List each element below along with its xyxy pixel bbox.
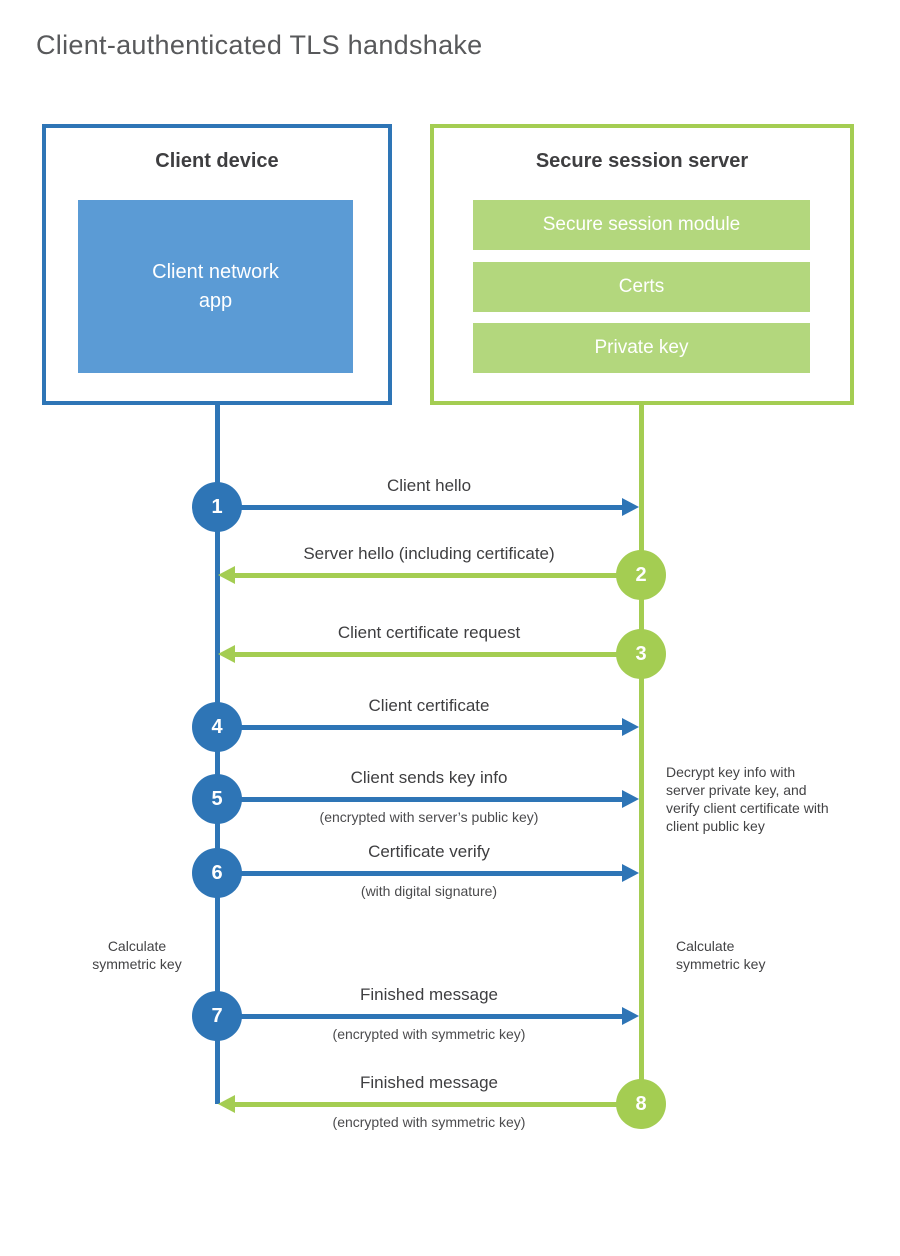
step-6-arrowhead-icon [622, 864, 639, 882]
step-8-badge: 8 [616, 1079, 666, 1129]
step-1-arrow [241, 505, 622, 510]
step-8-arrowhead-icon [218, 1095, 235, 1113]
step-1-arrowhead-icon [622, 498, 639, 516]
client-device-title: Client device [155, 150, 279, 172]
step-5-arrow [241, 797, 622, 802]
step-5-badge: 5 [192, 774, 242, 824]
step-8-sublabel: (encrypted with symmetric key) [332, 1114, 526, 1130]
server-module-secure-session: Secure session module [473, 200, 810, 250]
client-lifeline [215, 403, 220, 1104]
step-1-label: Client hello [386, 476, 472, 495]
step-3-arrowhead-icon [218, 645, 235, 663]
step-2-badge: 2 [616, 550, 666, 600]
step-5-label: Client sends key info [350, 768, 508, 787]
step-5-arrowhead-icon [622, 790, 639, 808]
step-7-arrowhead-icon [622, 1007, 639, 1025]
note-decrypt-key-info: Decrypt key info with server private key… [666, 764, 829, 834]
server-lifeline [639, 403, 644, 1104]
server-title: Secure session server [535, 150, 749, 172]
step-4-label: Client certificate [368, 696, 490, 715]
step-8-arrow [235, 1102, 618, 1107]
server-module-private-key: Private key [473, 323, 810, 373]
note-calculate-symmetric-key-server: Calculate symmetric key [676, 938, 766, 972]
step-7-sublabel: (encrypted with symmetric key) [332, 1026, 526, 1042]
step-2-arrowhead-icon [218, 566, 235, 584]
page-title: Client-authenticated TLS handshake [36, 30, 483, 60]
server-module-certs: Certs [473, 262, 810, 312]
step-3-badge: 3 [616, 629, 666, 679]
step-7-label: Finished message [360, 985, 498, 1004]
step-7-badge: 7 [192, 991, 242, 1041]
step-4-badge: 4 [192, 702, 242, 752]
step-7-arrow [241, 1014, 622, 1019]
step-6-label: Certificate verify [368, 842, 490, 861]
client-network-app-box: Client network app [78, 200, 353, 373]
step-4-arrowhead-icon [622, 718, 639, 736]
step-2-label: Server hello (including certificate) [303, 544, 555, 563]
step-2-arrow [235, 573, 618, 578]
step-6-arrow [241, 871, 622, 876]
step-8-label: Finished message [360, 1073, 498, 1092]
step-1-badge: 1 [192, 482, 242, 532]
step-5-sublabel: (encrypted with server’s public key) [319, 809, 539, 825]
step-3-arrow [235, 652, 618, 657]
step-4-arrow [241, 725, 622, 730]
step-6-sublabel: (with digital signature) [360, 883, 498, 899]
note-calculate-symmetric-key-client: Calculate symmetric key [92, 938, 182, 972]
step-3-label: Client certificate request [337, 623, 521, 642]
step-6-badge: 6 [192, 848, 242, 898]
